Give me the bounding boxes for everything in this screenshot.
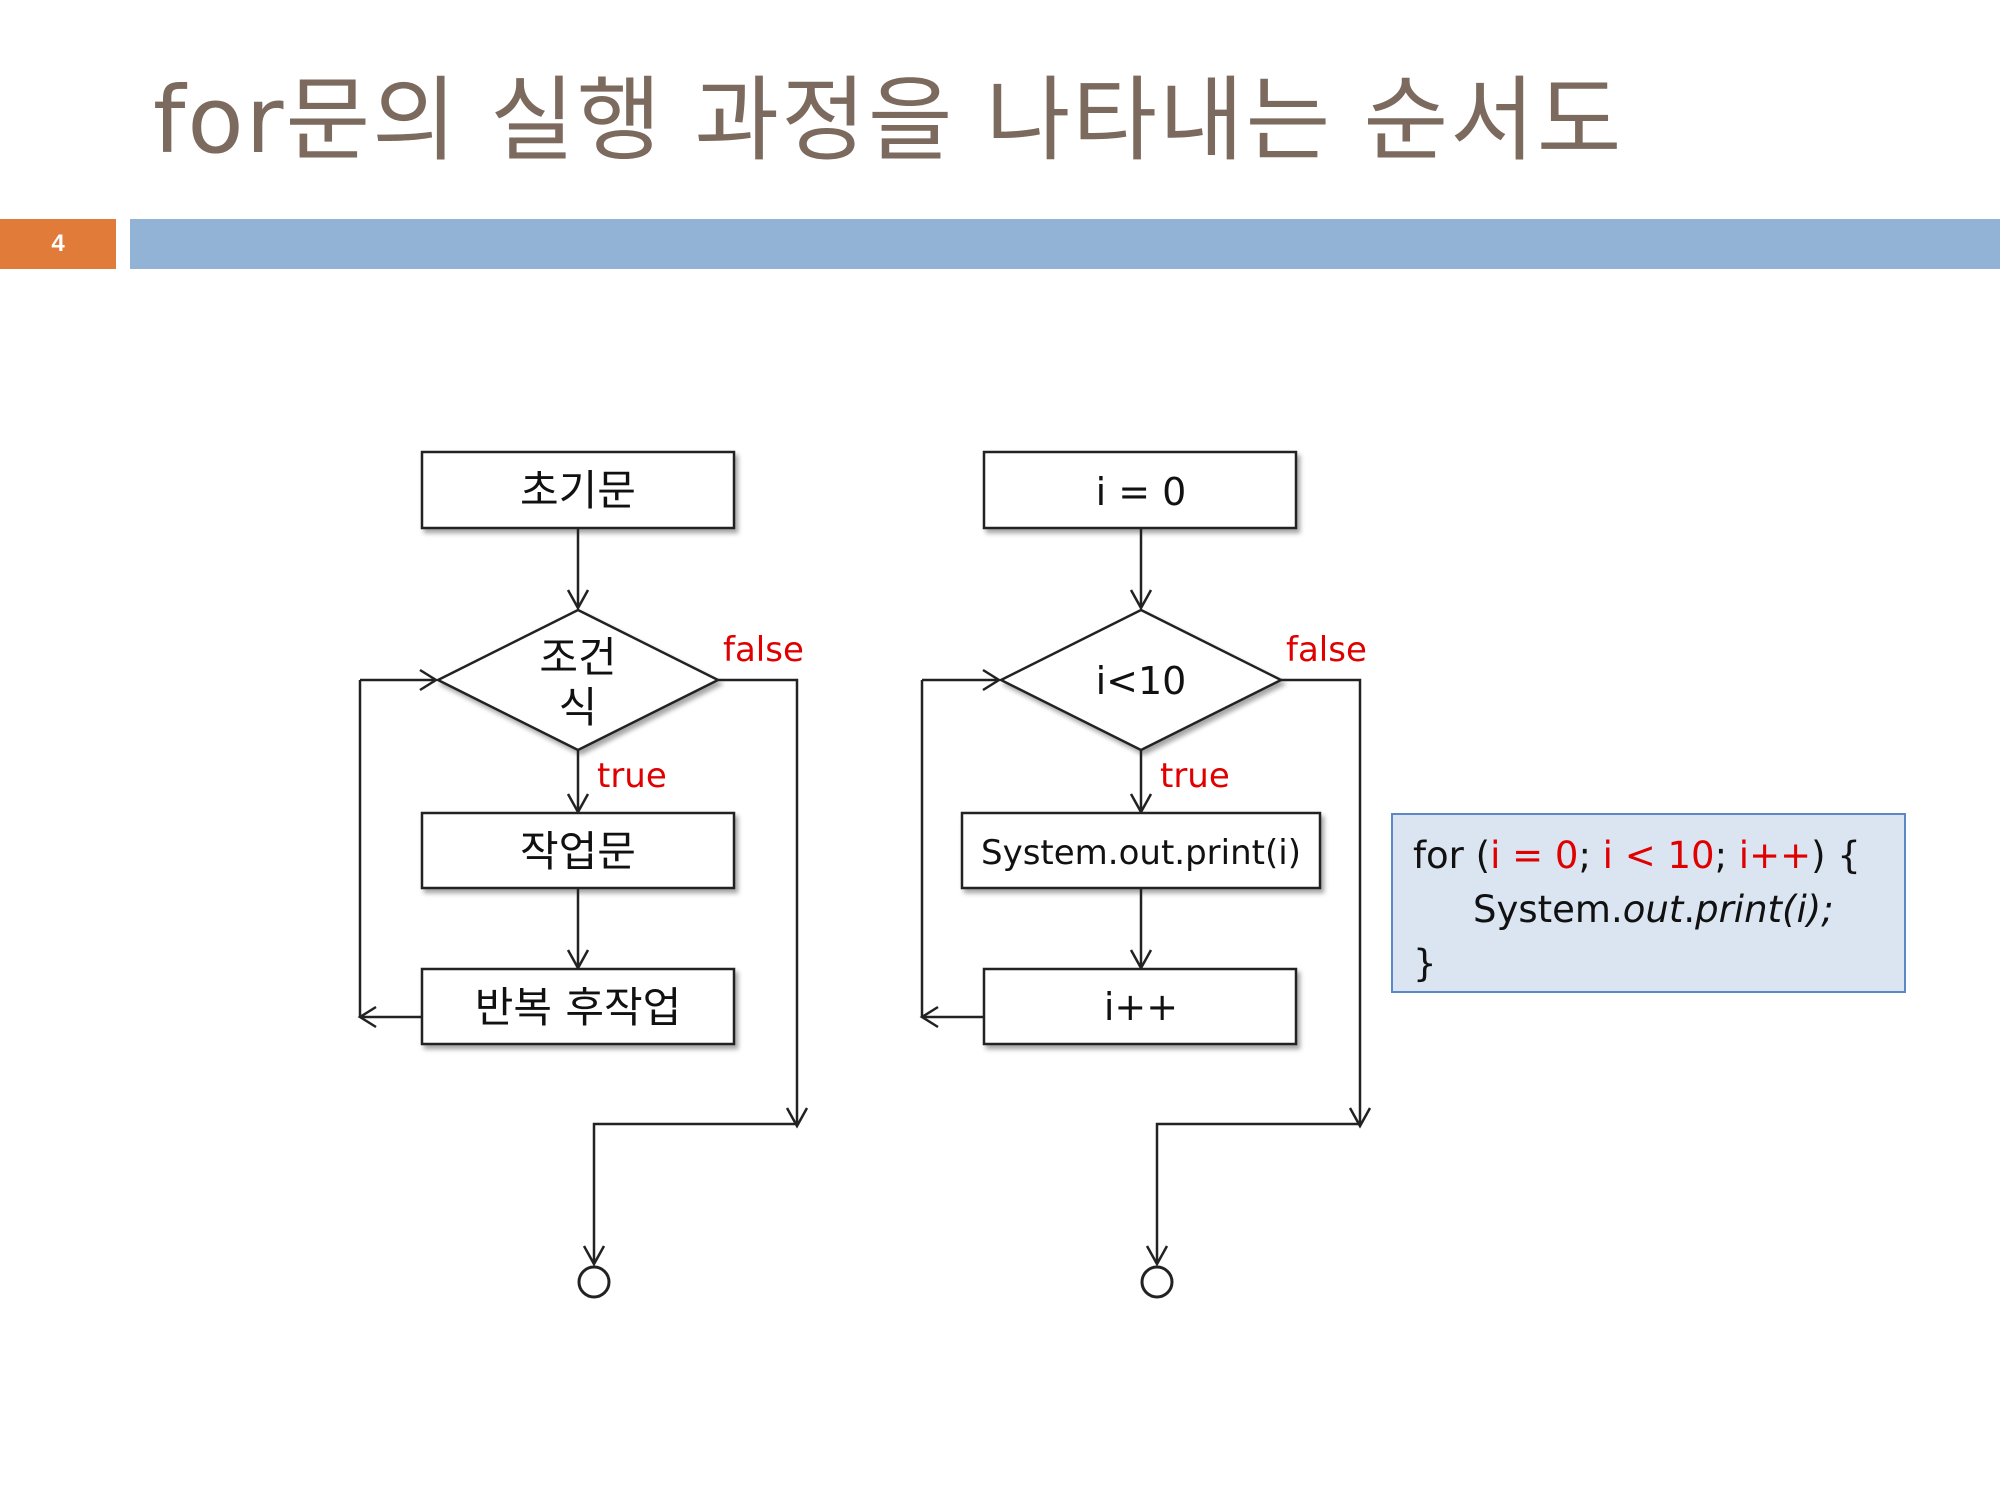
generic-flowchart — [357, 450, 809, 1299]
concrete-body-box — [960, 811, 1322, 890]
code-line-end: } — [1413, 942, 1437, 985]
code-for-keyword: for ( — [1413, 834, 1491, 877]
code-init: i = 0 — [1490, 834, 1579, 877]
page-number: 4 — [51, 230, 65, 257]
page-number-bar — [0, 219, 116, 269]
code-body-semicolon: ; — [1821, 888, 1834, 931]
header-accent-bar — [130, 219, 2000, 269]
generic-true-label: true — [597, 756, 667, 796]
code-body-dot: . — [1683, 888, 1696, 931]
generic-update-label: 반복 후작업 — [475, 983, 682, 1032]
code-body-prefix: System. — [1473, 888, 1623, 931]
generic-init-label: 초기문 — [520, 466, 636, 515]
code-sep1: ; — [1578, 834, 1603, 877]
generic-condition-label-line2: 식 — [559, 683, 598, 732]
code-line-for: for (i = 0; i < 10; i++) { — [1413, 829, 1884, 883]
generic-end-terminal — [577, 1265, 611, 1299]
concrete-condition-label: i<10 — [1096, 659, 1187, 703]
generic-body-box — [420, 811, 736, 890]
generic-condition-label-line1: 조건 — [539, 633, 616, 682]
concrete-false-label: false — [1286, 630, 1367, 670]
code-line-body: System.out.print(i); — [1413, 883, 1884, 937]
code-cond: i < 10 — [1602, 834, 1715, 877]
code-sep2: ; — [1714, 834, 1739, 877]
generic-false-label: false — [723, 630, 804, 670]
code-body-out: out — [1622, 888, 1684, 931]
concrete-true-label: true — [1160, 756, 1230, 796]
concrete-update-label: i++ — [1104, 985, 1178, 1029]
concrete-body-label: System.out.print(i) — [981, 833, 1301, 873]
concrete-end-terminal — [1140, 1265, 1174, 1299]
code-update: i++ — [1738, 834, 1812, 877]
page-title: for문의 실행 과정을 나타내는 순서도 — [153, 67, 1624, 174]
code-body-print: print(i) — [1695, 888, 1822, 931]
concrete-init-label: i = 0 — [1096, 470, 1187, 514]
generic-update-box — [420, 967, 736, 1046]
generic-body-label: 작업문 — [520, 827, 636, 876]
concrete-update-box — [982, 967, 1298, 1046]
generic-init-box — [420, 450, 736, 530]
code-snippet-box: for (i = 0; i < 10; i++) { System.out.pr… — [1391, 813, 1906, 993]
code-close: ) { — [1811, 834, 1861, 877]
concrete-flowchart — [919, 450, 1372, 1299]
